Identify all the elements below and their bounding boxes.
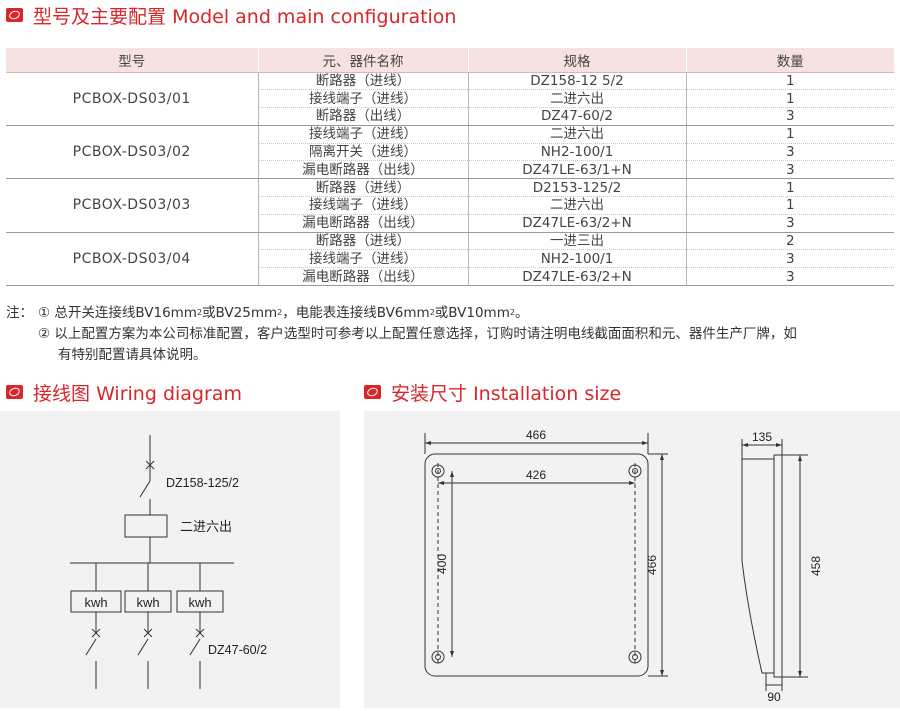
spec-cell: DZ47LE-63/1+N	[467, 160, 686, 180]
spec-cell: 二进六出	[467, 196, 686, 215]
component-cell: 漏电断路器（出线）	[257, 267, 468, 287]
section-title-cn: 型号及主要配置	[33, 5, 167, 28]
model-cell: PCBOX-DS03/04	[6, 232, 258, 287]
section-bullet-icon	[6, 8, 23, 22]
qty-cell: 1	[685, 125, 894, 144]
side-view-outline	[741, 458, 775, 674]
component-cell: 断路器（出线）	[257, 107, 468, 126]
kwh-label-2: kwh	[136, 595, 159, 610]
component-cell: 漏电断路器（出线）	[257, 160, 468, 180]
qty-cell: 3	[685, 267, 894, 287]
dim-label-400: 400	[435, 554, 449, 574]
component-cell: 接线端子（进线）	[257, 89, 468, 109]
spec-cell: DZ47LE-63/2+N	[467, 214, 686, 233]
qty-cell: 1	[685, 178, 894, 198]
wiring-diagram: DZ158-125/2 二进六出 kwh kwh kwh DZ47-60/2	[70, 435, 267, 689]
installation-drawing: 466 426 400 466 135 90 458	[424, 428, 823, 704]
dim-label-426: 426	[526, 468, 546, 482]
note-2-line-1: ② 以上配置方案为本公司标准配置，客户选型时可参考以上配置任意选择，订购时请注明…	[38, 326, 797, 342]
spec-cell: DZ47-60/2	[467, 107, 686, 126]
col-header-component: 元、器件名称	[257, 48, 468, 73]
section-heading-installation: 安装尺寸 Installation size	[364, 380, 622, 405]
model-cell: PCBOX-DS03/03	[6, 178, 258, 233]
spec-cell: NH2-100/1	[467, 249, 686, 269]
component-cell: 接线端子（进线）	[257, 125, 468, 144]
kwh-label-1: kwh	[84, 595, 107, 610]
dim-label-466-top: 466	[526, 428, 546, 442]
section-bullet-icon	[364, 385, 381, 399]
table-header-row: 型号 元、器件名称 规格 数量	[6, 48, 894, 73]
main-breaker-label: DZ158-125/2	[166, 476, 239, 490]
spec-cell: NH2-100/1	[467, 143, 686, 162]
spec-cell: 一进三出	[467, 232, 686, 251]
component-cell: 断路器（进线）	[257, 72, 468, 91]
section-title-en: Installation size	[473, 382, 622, 405]
col-header-spec: 规格	[467, 48, 686, 73]
qty-cell: 1	[685, 72, 894, 91]
spec-cell: D2153-125/2	[467, 178, 686, 198]
section-heading-model: 型号及主要配置 Model and main configuration	[6, 3, 457, 28]
component-cell: 断路器（进线）	[257, 232, 468, 251]
installation-size-panel: 466 426 400 466 135 90 458	[364, 411, 900, 708]
dim-label-466-right: 466	[645, 555, 659, 575]
model-cell: PCBOX-DS03/01	[6, 72, 258, 126]
col-header-qty: 数量	[685, 48, 894, 73]
terminal-block	[124, 514, 168, 538]
terminal-label: 二进六出	[180, 519, 232, 534]
section-title-en: Model and main configuration	[172, 5, 457, 28]
dim-label-458: 458	[809, 556, 823, 576]
qty-cell: 3	[685, 107, 894, 126]
qty-cell: 1	[685, 196, 894, 215]
spec-cell: 二进六出	[467, 125, 686, 144]
qty-cell: 3	[685, 160, 894, 180]
note-2-line-2: 有特别配置请具体说明。	[58, 347, 207, 363]
section-bullet-icon	[6, 385, 23, 399]
component-cell: 隔离开关（进线）	[257, 143, 468, 162]
qty-cell: 1	[685, 89, 894, 109]
col-header-model: 型号	[6, 48, 258, 73]
note-1: 注：① 总开关连接线BV16mm2或BV25mm2，电能表连接线BV6mm2或B…	[6, 305, 529, 321]
qty-cell: 3	[685, 249, 894, 269]
qty-cell: 3	[685, 143, 894, 162]
main-breaker-switch	[139, 480, 151, 498]
section-title-cn: 安装尺寸	[391, 382, 468, 405]
component-cell: 接线端子（进线）	[257, 249, 468, 269]
qty-cell: 2	[685, 232, 894, 251]
section-title-cn: 接线图	[33, 382, 91, 405]
kwh-label-3: kwh	[188, 595, 211, 610]
spec-cell: 二进六出	[467, 89, 686, 109]
branch-breaker-label: DZ47-60/2	[208, 643, 267, 657]
dim-label-90: 90	[767, 690, 781, 704]
section-heading-wiring: 接线图 Wiring diagram	[6, 380, 242, 405]
component-cell: 接线端子（进线）	[257, 196, 468, 215]
model-cell: PCBOX-DS03/02	[6, 125, 258, 180]
section-title-en: Wiring diagram	[96, 382, 242, 405]
spec-cell: DZ47LE-63/2+N	[467, 267, 686, 287]
front-view-outline	[424, 453, 649, 677]
component-cell: 断路器（进线）	[257, 178, 468, 198]
dim-label-135: 135	[752, 430, 772, 444]
spec-cell: DZ158-12 5/2	[467, 72, 686, 91]
qty-cell: 3	[685, 214, 894, 233]
component-cell: 漏电断路器（出线）	[257, 214, 468, 233]
wiring-diagram-panel: DZ158-125/2 二进六出 kwh kwh kwh DZ47-60/2	[0, 411, 340, 708]
notes: 注：① 总开关连接线BV16mm2或BV25mm2，电能表连接线BV6mm2或B…	[6, 303, 797, 366]
